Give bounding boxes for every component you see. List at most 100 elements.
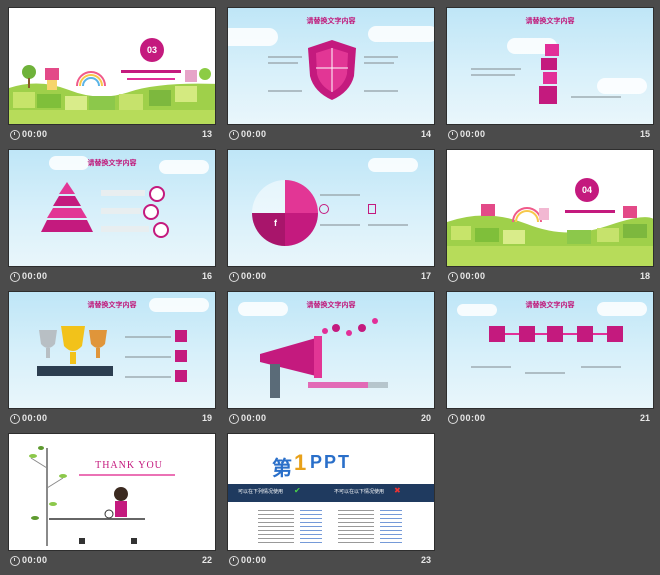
slide-thumb-18[interactable]: 04 00:00 18 xyxy=(446,149,654,289)
clock-icon xyxy=(229,414,239,424)
item-marker xyxy=(175,370,187,382)
subtitle-line xyxy=(79,474,175,476)
slide-preview: f xyxy=(227,149,435,267)
slide-time: 00:00 xyxy=(22,555,48,565)
clock-icon xyxy=(10,272,20,282)
slide-time: 00:00 xyxy=(460,271,486,281)
slide-meta: 00:00 18 xyxy=(446,270,654,286)
slide-meta: 00:00 16 xyxy=(8,270,216,286)
link-block xyxy=(380,510,402,546)
cloud xyxy=(597,78,647,94)
logo-one: 1 xyxy=(294,450,307,475)
slide-meta: 00:00 23 xyxy=(227,554,435,570)
phone-icon xyxy=(368,204,376,214)
cartoon-landscape xyxy=(9,65,215,124)
link-block xyxy=(300,510,322,546)
cross-icon: ✖ xyxy=(394,486,401,495)
slide-preview: THANK YOU xyxy=(8,433,216,551)
label-box xyxy=(101,190,145,196)
clock-icon xyxy=(448,130,458,140)
connector xyxy=(535,333,547,335)
dot xyxy=(358,324,366,332)
cloud xyxy=(49,156,89,170)
dot xyxy=(332,324,340,332)
clock-icon xyxy=(229,130,239,140)
people-row xyxy=(308,382,368,388)
item-marker xyxy=(175,330,187,342)
slide-preview: 04 xyxy=(446,149,654,267)
slide-title: 请替换文字内容 xyxy=(87,302,137,309)
stacked-box xyxy=(545,44,559,56)
slide-thumb-22[interactable]: THANK YOU 00:00 22 xyxy=(8,433,216,573)
connector xyxy=(593,333,607,335)
slide-number: 16 xyxy=(201,271,212,281)
slide-number: 18 xyxy=(639,271,650,281)
people-row xyxy=(368,382,388,388)
shield-icon xyxy=(308,40,356,100)
connector xyxy=(505,333,519,335)
slide-time: 00:00 xyxy=(460,413,486,423)
slide-preview: 请替换文字内容 xyxy=(227,7,435,125)
cloud xyxy=(238,302,288,316)
section-badge: 04 xyxy=(575,178,599,202)
slide-meta: 00:00 20 xyxy=(227,412,435,428)
stacked-box xyxy=(543,72,557,84)
slide-preview: 请替换文字内容 xyxy=(446,291,654,409)
slide-number: 22 xyxy=(201,555,212,565)
clock-icon xyxy=(229,272,239,282)
cloud xyxy=(507,38,557,54)
slide-thumb-21[interactable]: 请替换文字内容 00:00 21 xyxy=(446,291,654,431)
send-icon xyxy=(607,326,623,342)
slide-title: 请替换文字内容 xyxy=(306,18,356,25)
slide-thumb-16[interactable]: 请替换文字内容 00:00 16 xyxy=(8,149,216,289)
slide-preview: 请替换文字内容 xyxy=(8,291,216,409)
slide-thumb-13[interactable]: 03 00:00 13 xyxy=(8,7,216,147)
slide-time: 00:00 xyxy=(460,129,486,139)
slide-meta: 00:00 22 xyxy=(8,554,216,570)
thank-you-text: THANK YOU xyxy=(95,460,163,471)
step-marker xyxy=(143,204,159,220)
slide-time: 00:00 xyxy=(22,413,48,423)
slide-preview: 请替换文字内容 xyxy=(446,7,654,125)
slide-title: 请替换文字内容 xyxy=(306,302,356,309)
slide-meta: 00:00 13 xyxy=(8,128,216,144)
facebook-icon: f xyxy=(274,218,277,228)
dot xyxy=(322,328,328,334)
slide-number: 15 xyxy=(639,129,650,139)
wand-icon xyxy=(547,326,563,342)
slide-time: 00:00 xyxy=(22,129,48,139)
slide-time: 00:00 xyxy=(241,129,267,139)
slide-number: 23 xyxy=(420,555,431,565)
slide-number: 21 xyxy=(639,413,650,423)
check-icon: ✔ xyxy=(294,486,301,495)
cloud xyxy=(368,26,434,42)
dot xyxy=(346,330,352,336)
slide-thumb-23[interactable]: 第 1 PPT 可以在下列情况使用 ✔ 不可以在以下情况使用 ✖ 00:00 2… xyxy=(227,433,435,573)
slide-thumb-19[interactable]: 请替换文字内容 00:00 19 xyxy=(8,291,216,431)
cloud xyxy=(368,158,418,172)
logo-char: 第 xyxy=(272,458,292,480)
slide-preview: 请替换文字内容 xyxy=(227,291,435,409)
allowed-header: 可以在下列情况使用 xyxy=(238,489,284,495)
connector xyxy=(563,333,577,335)
slide-number: 17 xyxy=(420,271,431,281)
clock-icon xyxy=(448,272,458,282)
item-marker xyxy=(175,350,187,362)
slide-thumb-17[interactable]: f 00:00 17 xyxy=(227,149,435,289)
step-marker xyxy=(153,222,169,238)
subtitle-line xyxy=(565,210,615,213)
slide-meta: 00:00 19 xyxy=(8,412,216,428)
subtitle-line xyxy=(127,78,175,80)
step-marker xyxy=(149,186,165,202)
clock-icon xyxy=(10,414,20,424)
slide-thumb-14[interactable]: 请替换文字内容 00:00 14 xyxy=(227,7,435,147)
slide-preview: 03 xyxy=(8,7,216,125)
search-icon xyxy=(577,326,593,342)
slide-time: 00:00 xyxy=(241,555,267,565)
slide-time: 00:00 xyxy=(22,271,48,281)
slide-thumb-15[interactable]: 请替换文字内容 00:00 15 xyxy=(446,7,654,147)
slide-time: 00:00 xyxy=(241,271,267,281)
megaphone-icon xyxy=(260,336,322,398)
slide-meta: 00:00 21 xyxy=(446,412,654,428)
slide-thumb-20[interactable]: 请替换文字内容 00:00 20 xyxy=(227,291,435,431)
